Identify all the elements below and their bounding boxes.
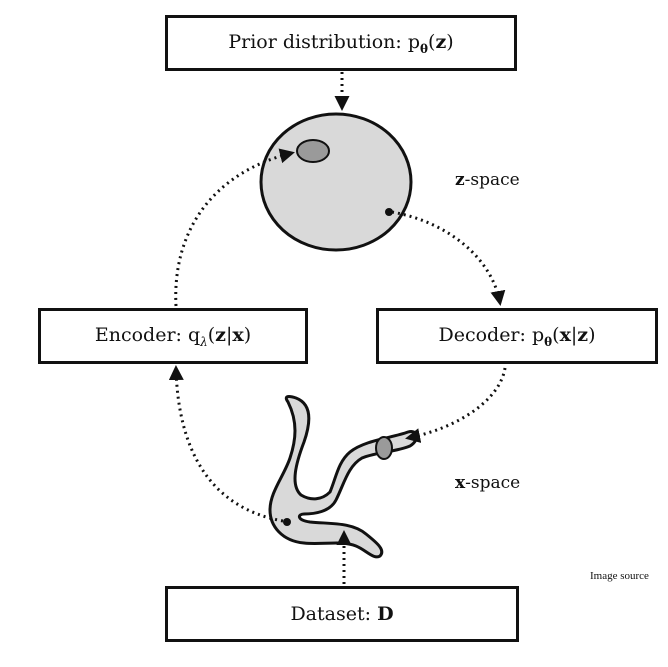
x-space-label: x-space: [455, 473, 521, 493]
arrow-decoder-to-x: [405, 367, 507, 443]
data-manifold: [268, 395, 418, 559]
z-space-label: z-space: [455, 170, 520, 190]
arrow-x-to-encoder: [168, 365, 284, 523]
arrow-encoder-to-z: [174, 148, 295, 307]
reconstruction-blob: [375, 436, 393, 460]
z-space-region: [259, 112, 413, 252]
image-source-text: Image source: [590, 570, 649, 582]
encoder-box: Encoder: qλ(z|x): [38, 308, 308, 364]
dataset-label: Dataset: D: [290, 603, 394, 625]
decoder-label: Decoder: pθ(x|z): [438, 323, 596, 349]
prior-label: Prior distribution: pθ(z): [228, 30, 454, 56]
decoder-box: Decoder: pθ(x|z): [376, 308, 658, 364]
arrow-z-to-decoder: [391, 210, 506, 306]
prior-distribution-box: Prior distribution: pθ(z): [165, 15, 517, 71]
dataset-box: Dataset: D: [165, 586, 519, 642]
latent-sample-point: [385, 208, 393, 216]
latent-posterior-blob: [296, 139, 330, 163]
data-point: [283, 518, 291, 526]
encoder-label: Encoder: qλ(z|x): [94, 323, 252, 349]
